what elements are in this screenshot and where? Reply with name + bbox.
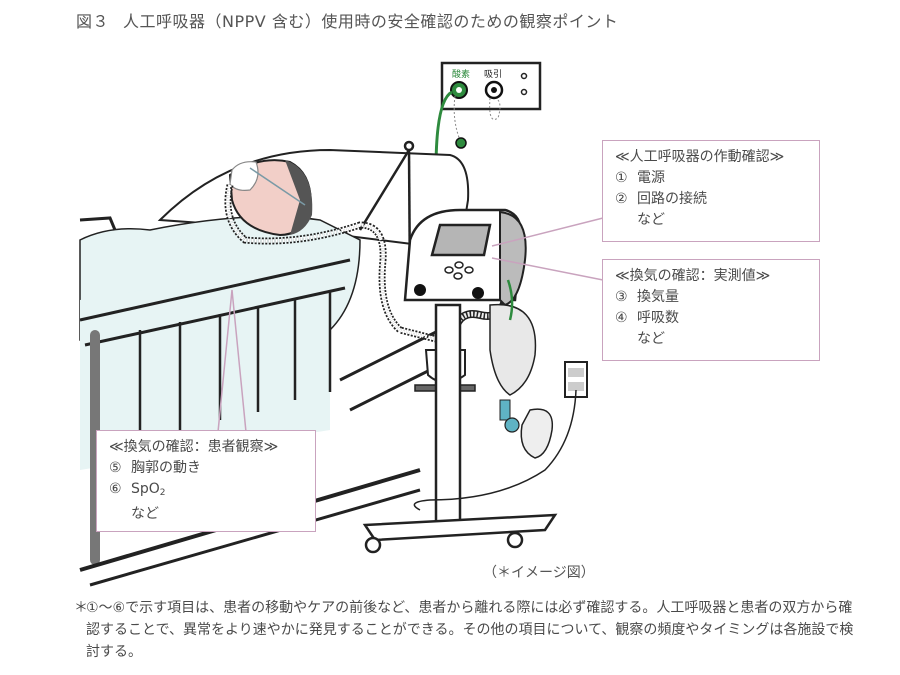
footnote-text: ①～⑥で示す項目は、患者の移動やケアの前後など、患者から離れる際には必ず確認する… [86, 600, 854, 660]
callout-ventilation-measured: ≪換気の確認：実測値≫ ③ 換気量 ④ 呼吸数 など [602, 259, 820, 361]
patient [228, 159, 313, 237]
figure-number: 図３ [76, 12, 110, 31]
item-label: 胸郭の動き [131, 460, 201, 476]
check-item-respiratory-rate: ④ 呼吸数 [615, 308, 809, 329]
callout-ventilator-operation: ≪人工呼吸器の作動確認≫ ① 電源 ② 回路の接続 など [602, 140, 820, 242]
item-label: 回路の接続 [637, 191, 707, 207]
check-item-power: ① 電源 [615, 168, 809, 189]
ventilator [403, 208, 527, 307]
item-label: 呼吸数 [637, 310, 679, 326]
wall-outlet [413, 361, 588, 511]
item-number: ③ [615, 289, 628, 305]
item-number: ① [615, 170, 628, 186]
check-item-circuit: ② 回路の接続 [615, 189, 809, 210]
wall-gas-panel: 酸素 吸引 [434, 61, 542, 171]
check-item-tidal-volume: ③ 換気量 [615, 287, 809, 308]
footnote-mark: ＊ [74, 600, 88, 616]
callout-leader-lines [217, 217, 604, 433]
callout-heading: ≪換気の確認：実測値≫ [615, 268, 771, 284]
item-label: 電源 [637, 170, 665, 186]
check-item-chest-movement: ⑤ 胸郭の動き [109, 458, 305, 479]
figure-title: 図３ 人工呼吸器（NPPV 含む）使用時の安全確認のための観察ポイント [76, 8, 618, 32]
etc-label: など [637, 212, 665, 228]
suction-label: 吸引 [484, 69, 502, 80]
oxygen-label: 酸素 [452, 68, 470, 80]
item-label: SpO [131, 481, 160, 497]
check-item-spo2: ⑥ SpO2 [109, 479, 305, 504]
callout-heading: ≪換気の確認：患者観察≫ [109, 439, 279, 455]
figure-title-text: 人工呼吸器（NPPV 含む）使用時の安全確認のための観察ポイント [123, 12, 619, 31]
callout-heading: ≪人工呼吸器の作動確認≫ [615, 149, 785, 165]
item-number: ⑥ [109, 481, 122, 497]
image-caption: （＊イメージ図） [483, 565, 595, 581]
item-subscript: 2 [159, 488, 166, 498]
etc-label: など [637, 331, 665, 347]
item-number: ⑤ [109, 460, 122, 476]
callout-ventilation-patient: ≪換気の確認：患者観察≫ ⑤ 胸郭の動き ⑥ SpO2 など [96, 430, 316, 532]
ventilator-stand [362, 303, 558, 554]
item-number: ④ [615, 310, 628, 326]
item-label: 換気量 [637, 289, 679, 305]
etc-label: など [131, 506, 159, 522]
bag-valve-mask [489, 279, 554, 459]
item-number: ② [615, 191, 628, 207]
footnote: ＊ ①～⑥で示す項目は、患者の移動やケアの前後など、患者から離れる際には必ず確認… [74, 597, 854, 663]
